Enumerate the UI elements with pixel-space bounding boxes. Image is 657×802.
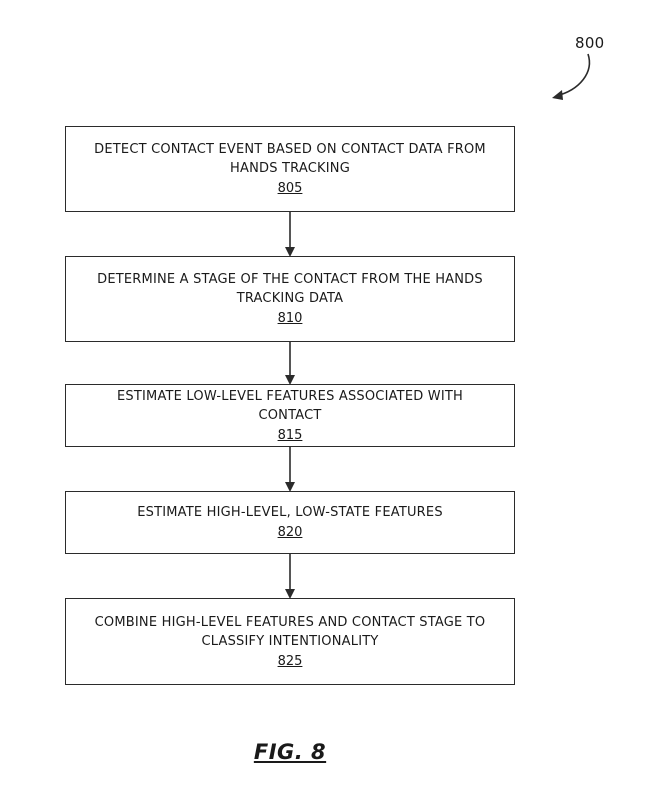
step-text: COMBINE HIGH-LEVEL FEATURES AND CONTACT … <box>94 614 486 649</box>
figure-caption: FIG. 8 <box>253 740 327 764</box>
flow-step-805: DETECT CONTACT EVENT BASED ON CONTACT DA… <box>65 126 515 212</box>
step-number: 805 <box>277 181 303 196</box>
step-number: 810 <box>277 311 303 326</box>
flow-step-810: DETERMINE A STAGE OF THE CONTACT FROM TH… <box>65 256 515 342</box>
flow-arrow <box>285 212 295 257</box>
step-number: 825 <box>277 653 303 669</box>
flow-arrow <box>285 342 295 385</box>
step-text: ESTIMATE HIGH-LEVEL, LOW-STATE FEATURES <box>137 505 443 520</box>
step-text: DETERMINE A STAGE OF THE CONTACT FROM TH… <box>97 272 483 306</box>
step-number: 820 <box>277 525 303 540</box>
figure-reference-number: 800 <box>575 34 605 52</box>
flow-step-820: ESTIMATE HIGH-LEVEL, LOW-STATE FEATURES … <box>65 491 515 554</box>
flow-arrow <box>285 554 295 599</box>
step-text: DETECT CONTACT EVENT BASED ON CONTACT DA… <box>94 142 486 176</box>
step-text: ESTIMATE LOW-LEVEL FEATURES ASSOCIATED W… <box>117 388 463 423</box>
step-number: 815 <box>277 427 303 443</box>
reference-lead-arrow <box>552 53 591 100</box>
flow-step-825: COMBINE HIGH-LEVEL FEATURES AND CONTACT … <box>65 598 515 685</box>
flow-arrow <box>285 447 295 492</box>
flow-step-815: ESTIMATE LOW-LEVEL FEATURES ASSOCIATED W… <box>65 384 515 447</box>
